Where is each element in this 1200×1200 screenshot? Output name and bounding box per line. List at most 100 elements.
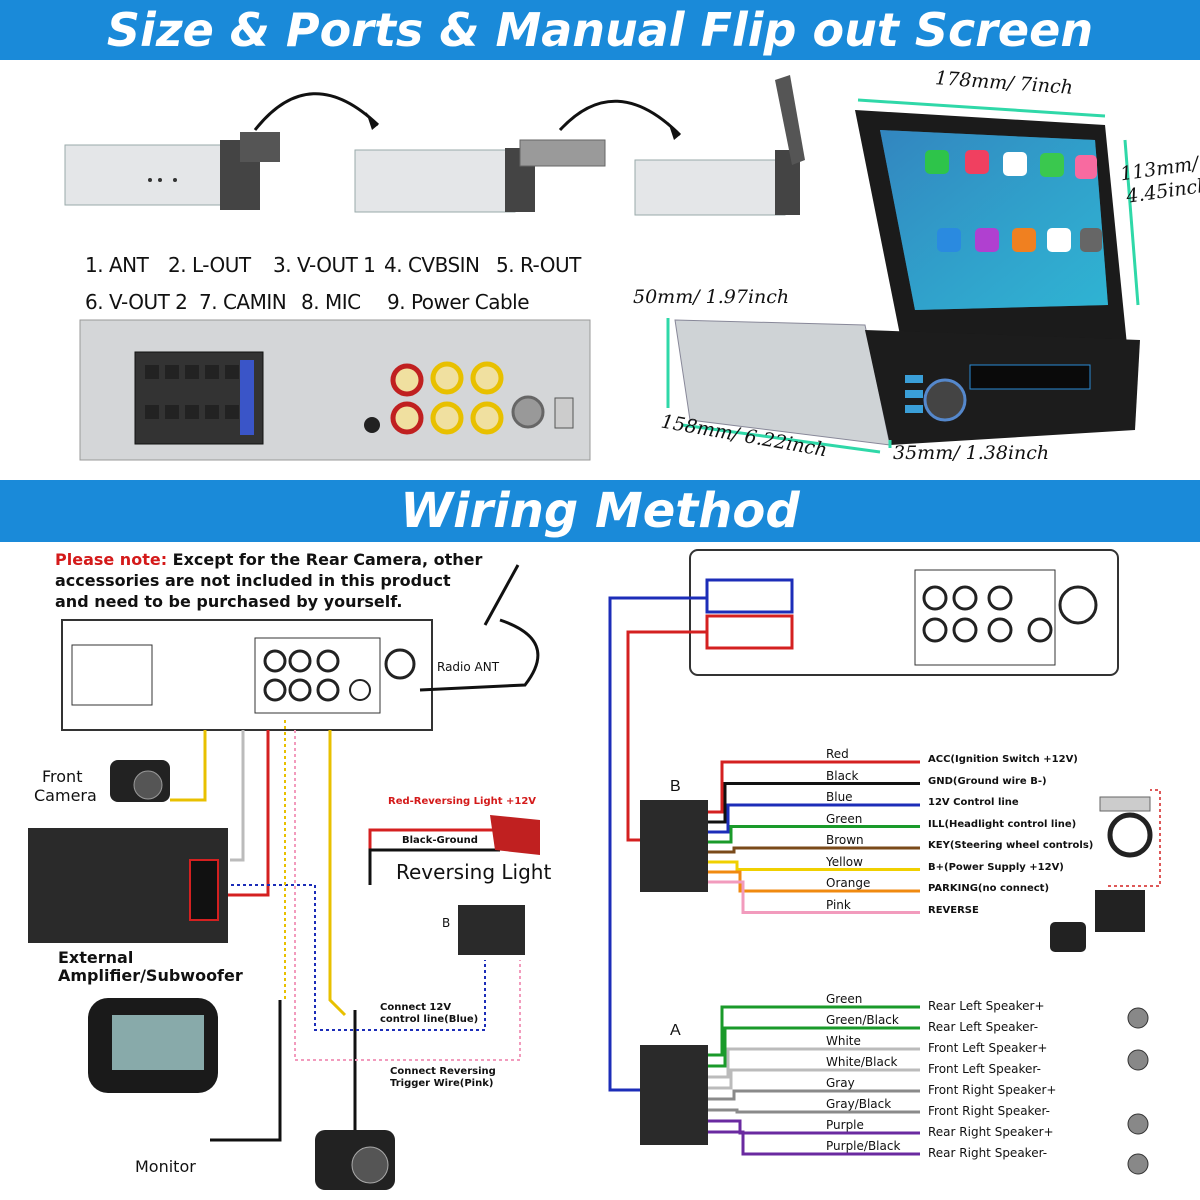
harness_b-wire-color-label: Red — [826, 747, 849, 761]
harness_b-wire-function-label: ACC(Ignition Switch +12V) — [928, 754, 1078, 765]
note-text-1: Except for the Rear Camera, other — [167, 550, 483, 569]
reversing-light-device — [490, 815, 540, 855]
harness_b-wire-function-label: REVERSE — [928, 904, 979, 916]
section-title-wiring: Wiring Method — [0, 480, 1200, 542]
harness_a-wire-5 — [708, 1108, 920, 1114]
harness_a-wire-color-label: White — [826, 1034, 861, 1048]
reverse-camera-icon — [1050, 922, 1086, 952]
rear-port-panel — [79, 319, 591, 461]
speaker-icon — [1127, 1113, 1149, 1135]
harness_b-wire-function-label: 12V Control line — [928, 797, 1019, 808]
port-label-mic: 8. MIC — [301, 290, 361, 314]
harness_a-wire-function-label: Rear Left Speaker- — [928, 1020, 1039, 1034]
connect-reverse-label-2: Trigger Wire(Pink) — [390, 1078, 494, 1089]
speaker-icon — [1127, 1153, 1149, 1175]
speaker-icon — [1127, 1049, 1149, 1071]
harness-a-letter: A — [670, 1022, 681, 1039]
harness_a-wire-color-label: Purple/Black — [826, 1139, 901, 1153]
dimension-body-height: 50mm/ 1.97inch — [633, 286, 790, 308]
battery-acc-dotted — [1108, 789, 1161, 887]
harness_b-wire-color-label: Brown — [826, 833, 864, 847]
left-dotted-wires — [225, 720, 521, 1061]
harness_b-wire-function-label: ILL(Headlight control line) — [928, 818, 1077, 830]
harness_a-wire-function-label: Rear Left Speaker+ — [928, 999, 1045, 1013]
harness_a-wire-color-label: Gray — [826, 1076, 855, 1090]
red-reversing-label: Red-Reversing Light +12V — [388, 796, 537, 807]
harness_a-wire-function-label: Front Left Speaker+ — [928, 1041, 1048, 1055]
dimension-front-height: 35mm/ 1.38inch — [893, 442, 1050, 464]
port-label-ant: 1. ANT — [85, 253, 149, 277]
harness_a-wire-color-label: Purple — [826, 1118, 864, 1132]
battery-icon — [1095, 890, 1145, 932]
flip-stage-3-unit — [634, 75, 805, 216]
flip-stage-2-unit — [354, 139, 606, 213]
harness_a-wire-color-label: Green/Black — [826, 1013, 899, 1027]
port-label-v-out-1: 3. V-OUT 1 — [273, 253, 376, 277]
harness_a-wire-function-label: Front Left Speaker- — [928, 1062, 1041, 1076]
left-wires — [170, 730, 500, 1160]
harness-b-feed — [626, 630, 707, 842]
port-label-l-out: 2. L-OUT — [168, 253, 251, 277]
headrest-monitor-device — [88, 998, 218, 1093]
front-camera-label-1: Front — [42, 767, 83, 786]
top-illustrations — [64, 75, 1140, 461]
harness_b-wire-7 — [708, 880, 920, 914]
harness_a-wire-color-label: Gray/Black — [826, 1097, 892, 1111]
connect-12v-label-2: control line(Blue) — [380, 1014, 479, 1025]
connect-12v-label-1: Connect 12V — [380, 1002, 452, 1013]
harness_a-wire-6 — [708, 1119, 920, 1135]
port-label-power-cable: 9. Power Cable — [387, 290, 530, 314]
connect-reverse-label-1: Connect Reversing — [390, 1066, 496, 1077]
note-line-2: accessories are not included in this pro… — [55, 571, 451, 590]
harness_a-wire-1 — [708, 1026, 920, 1068]
harness_a-wire-function-label: Front Right Speaker+ — [928, 1083, 1057, 1097]
harness_a-wire-2 — [708, 1047, 920, 1079]
harness_a-wire-function-label: Rear Right Speaker+ — [928, 1125, 1054, 1139]
port-label-camin: 7. CAMIN — [199, 290, 287, 314]
harness_b-wire-function-label: B+(Power Supply +12V) — [928, 861, 1064, 873]
amplifier-label-1: External — [58, 948, 134, 967]
reversing-light-label: Reversing Light — [396, 860, 552, 884]
harness_b-wire-color-label: Pink — [826, 897, 851, 912]
harness_a-wire-color-label: Green — [826, 992, 863, 1006]
harness_a-wire-3 — [708, 1068, 920, 1090]
harness_b-wire-color-label: Black — [826, 768, 859, 783]
section-title-size-ports: Size & Ports & Manual Flip out Screen — [0, 0, 1200, 60]
harness-a-feed — [608, 596, 707, 1092]
harness_b-wire-3 — [708, 825, 920, 844]
headlight-switch-icon — [1099, 796, 1151, 812]
harness_b-wire-color-label: Green — [826, 811, 863, 826]
screen-app-icons — [925, 150, 1102, 252]
arrow-1 — [253, 92, 380, 131]
arrow-2 — [558, 99, 682, 137]
port-label-v-out-2: 6. V-OUT 2 — [85, 290, 188, 314]
harness-b-wires — [708, 760, 920, 914]
right-head-unit-rear — [689, 549, 1119, 676]
port-label-r-out: 5. R-OUT — [496, 253, 581, 277]
harness_b-wire-color-label: Orange — [826, 876, 871, 890]
harness_a-wire-function-label: Front Right Speaker- — [928, 1104, 1050, 1118]
harness_a-wire-4 — [708, 1089, 920, 1101]
rear-camera-device — [315, 1130, 395, 1190]
steering-wheel-icon — [1107, 812, 1153, 858]
relay-box-b — [458, 905, 525, 955]
harness_b-wire-color-label: Yellow — [826, 854, 863, 869]
radio-ant-label: Radio ANT — [437, 660, 500, 674]
note-line-3: and need to be purchased by yourself. — [55, 592, 403, 611]
harness_a-wire-function-label: Rear Right Speaker- — [928, 1146, 1048, 1160]
left-head-unit-rear — [61, 619, 433, 731]
dimension-lines — [666, 98, 1140, 454]
harness_b-wire-function-label: KEY(Steering wheel controls) — [928, 840, 1094, 851]
flip-stage-1-unit — [64, 132, 280, 210]
amplifier-device — [28, 828, 228, 943]
port-label-cvbsin: 4. CVBSIN — [384, 253, 480, 277]
speaker-icon — [1127, 1007, 1149, 1029]
harness_a-wire-color-label: White/Black — [826, 1055, 898, 1069]
harness_a-wire-7 — [708, 1130, 920, 1156]
harness-a-wires — [708, 1005, 920, 1156]
black-ground-label: Black-Ground — [402, 835, 478, 846]
note-prefix: Please note: — [55, 550, 168, 569]
harness_b-wire-function-label: GND(Ground wire B-) — [928, 775, 1047, 787]
harness-box-a — [640, 1045, 708, 1145]
